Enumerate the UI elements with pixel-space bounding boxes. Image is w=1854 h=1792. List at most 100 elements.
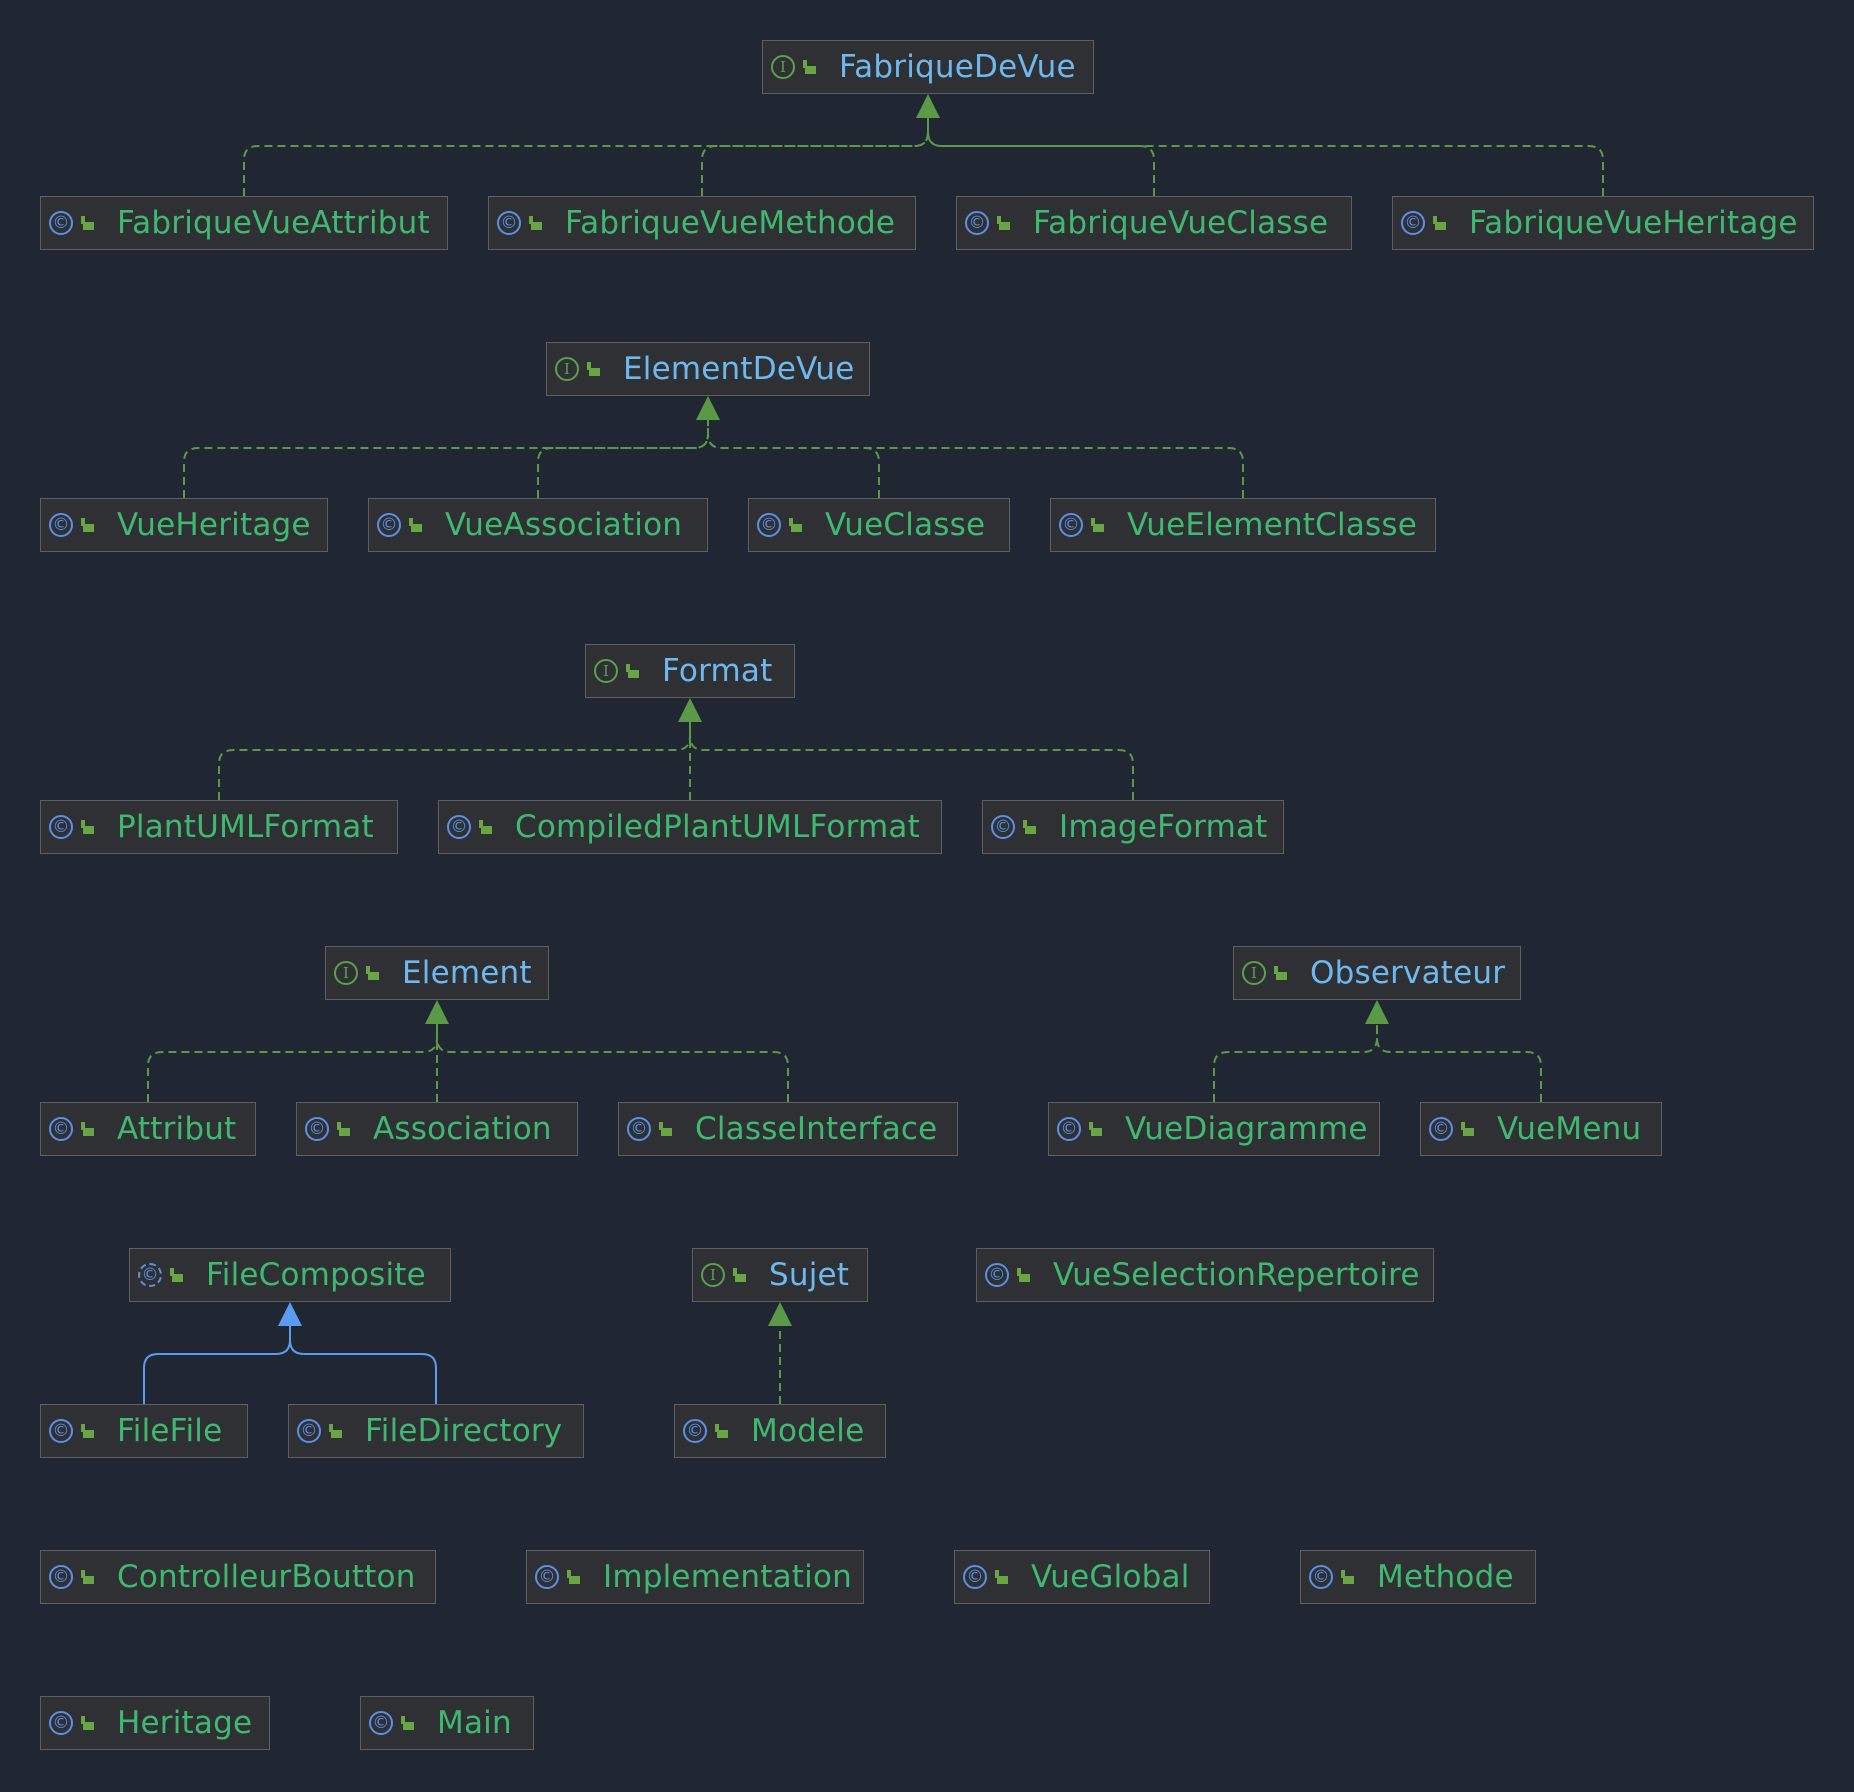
public-visibility-icon — [327, 1422, 343, 1440]
node-vuediagramme[interactable]: ©VueDiagramme — [1048, 1102, 1380, 1156]
node-imageformat[interactable]: © ImageFormat — [982, 800, 1284, 854]
node-label: ElementDeVue — [623, 351, 855, 387]
node-label: FabriqueVueClasse — [1033, 205, 1329, 241]
public-visibility-icon — [79, 1568, 95, 1586]
public-visibility-icon — [995, 214, 1011, 232]
class-icon: © — [1057, 1117, 1081, 1141]
node-label: PlantUMLFormat — [117, 809, 374, 845]
node-fabriquevueclasse[interactable]: © FabriqueVueClasse — [956, 196, 1352, 250]
class-icon: © — [757, 513, 781, 537]
class-icon: © — [369, 1711, 393, 1735]
edge-filefile-to-filecomposite — [143, 1326, 291, 1404]
public-visibility-icon — [407, 516, 423, 534]
node-main[interactable]: ©Main — [360, 1696, 534, 1750]
edge-fabriquevuemethode-to-fabriquedevue — [701, 118, 929, 196]
interface-icon: I — [594, 659, 618, 683]
arrowhead-element — [425, 1000, 449, 1024]
class-icon: © — [49, 1711, 73, 1735]
node-vueglobal[interactable]: ©VueGlobal — [954, 1550, 1210, 1604]
node-modele[interactable]: ©Modele — [674, 1404, 886, 1458]
public-visibility-icon — [335, 1120, 351, 1138]
node-attribut[interactable]: ©Attribut — [40, 1102, 256, 1156]
class-icon: © — [1059, 513, 1083, 537]
node-vueelementclasse[interactable]: © VueElementClasse — [1050, 498, 1436, 552]
node-controlleurboutton[interactable]: © ControlleurBoutton — [40, 1550, 436, 1604]
node-label: VueClasse — [825, 507, 986, 543]
node-methode[interactable]: ©Methode — [1300, 1550, 1536, 1604]
node-fabriquevueattribut[interactable]: ©FabriqueVueAttribut — [40, 196, 448, 250]
class-icon: © — [497, 211, 521, 235]
node-filedirectory[interactable]: ©FileDirectory — [288, 1404, 584, 1458]
node-fabriquevueheritage[interactable]: ©FabriqueVueHeritage — [1392, 196, 1814, 250]
interface-icon: I — [771, 55, 795, 79]
node-label: Methode — [1377, 1559, 1514, 1595]
class-icon: © — [985, 1263, 1009, 1287]
class-icon: © — [49, 1117, 73, 1141]
edge-attribut-to-element — [147, 1024, 438, 1102]
node-label: ControlleurBoutton — [117, 1559, 416, 1595]
node-label: VueElementClasse — [1127, 507, 1417, 543]
class-icon: © — [297, 1419, 321, 1443]
class-icon: © — [627, 1117, 651, 1141]
class-icon: © — [49, 1565, 73, 1589]
edge-vueelementclasse-to-elementdevue — [707, 420, 1244, 498]
edge-vueclasse-to-elementdevue — [707, 420, 880, 498]
node-vuemenu[interactable]: ©VueMenu — [1420, 1102, 1662, 1156]
node-heritage[interactable]: ©Heritage — [40, 1696, 270, 1750]
node-compiledplantumlformat[interactable]: ©CompiledPlantUMLFormat — [438, 800, 942, 854]
node-classeinterface[interactable]: ©ClasseInterface — [618, 1102, 958, 1156]
node-label: FabriqueVueMethode — [565, 205, 896, 241]
node-vueclasse[interactable]: © VueClasse — [748, 498, 1010, 552]
public-visibility-icon — [787, 516, 803, 534]
node-label: Association — [373, 1111, 552, 1147]
node-label: FileFile — [117, 1413, 223, 1449]
node-format[interactable]: I Format — [585, 644, 795, 698]
edge-fabriquevueclasse-to-fabriquedevue — [927, 118, 1155, 196]
abstract-class-icon: © — [138, 1263, 162, 1287]
class-icon: © — [447, 815, 471, 839]
node-filecomposite[interactable]: © FileComposite — [129, 1248, 451, 1302]
node-label: Modele — [751, 1413, 865, 1449]
public-visibility-icon — [713, 1422, 729, 1440]
edge-vuemenu-to-observateur — [1376, 1024, 1542, 1102]
class-icon: © — [991, 815, 1015, 839]
node-label: Format — [662, 653, 773, 689]
node-label: VueAssociation — [445, 507, 683, 543]
class-icon: © — [305, 1117, 329, 1141]
public-visibility-icon — [79, 1714, 95, 1732]
arrowhead-fabriquedevue — [916, 94, 940, 118]
public-visibility-icon — [1431, 214, 1447, 232]
class-icon: © — [963, 1565, 987, 1589]
class-icon: © — [49, 815, 73, 839]
public-visibility-icon — [993, 1568, 1009, 1586]
edge-vueheritage-to-elementdevue — [183, 420, 709, 498]
node-vueassociation[interactable]: ©VueAssociation — [368, 498, 708, 552]
node-vueheritage[interactable]: ©VueHeritage — [40, 498, 328, 552]
node-implementation[interactable]: ©Implementation — [526, 1550, 864, 1604]
public-visibility-icon — [79, 818, 95, 836]
node-association[interactable]: © Association — [296, 1102, 578, 1156]
node-vueselectionrepertoire[interactable]: ©VueSelectionRepertoire — [976, 1248, 1434, 1302]
public-visibility-icon — [168, 1266, 184, 1284]
arrowhead-observateur — [1365, 1000, 1389, 1024]
node-label: VueHeritage — [117, 507, 311, 543]
public-visibility-icon — [624, 662, 640, 680]
public-visibility-icon — [79, 214, 95, 232]
node-label: ImageFormat — [1059, 809, 1268, 845]
node-plantumlformat[interactable]: © PlantUMLFormat — [40, 800, 398, 854]
public-visibility-icon — [565, 1568, 581, 1586]
node-label: Sujet — [769, 1257, 850, 1293]
node-filefile[interactable]: ©FileFile — [40, 1404, 248, 1458]
public-visibility-icon — [1021, 818, 1037, 836]
arrowhead-sujet — [768, 1302, 792, 1326]
node-label: FileComposite — [206, 1257, 426, 1293]
node-label: Implementation — [603, 1559, 852, 1595]
public-visibility-icon — [399, 1714, 415, 1732]
node-fabriquevuemethode[interactable]: © FabriqueVueMethode — [488, 196, 916, 250]
class-icon: © — [965, 211, 989, 235]
